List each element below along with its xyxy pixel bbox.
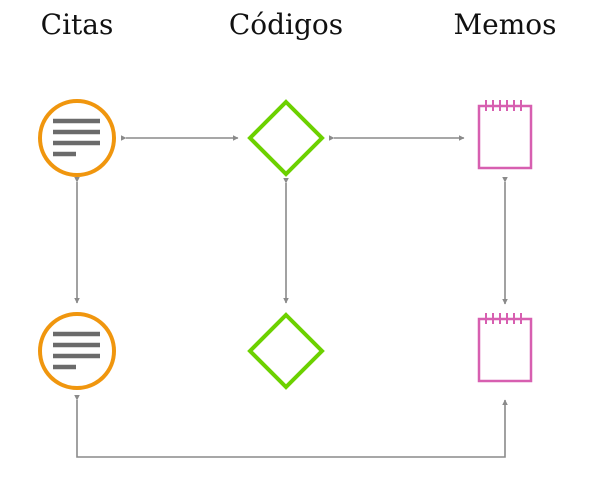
quotation-icon [38, 312, 116, 390]
code-diamond-icon [247, 312, 325, 390]
memo-notepad-icon [477, 100, 533, 170]
column-header-codigos: Códigos [228, 8, 344, 41]
quotation-icon [38, 99, 116, 177]
code-diamond-icon [247, 99, 325, 177]
column-header-citas: Citas [40, 8, 114, 41]
connectors [74, 135, 508, 458]
column-header-memos: Memos [453, 8, 557, 41]
connector-quotation2-memo2 [74, 394, 508, 458]
memo-notepad-icon [477, 313, 533, 383]
